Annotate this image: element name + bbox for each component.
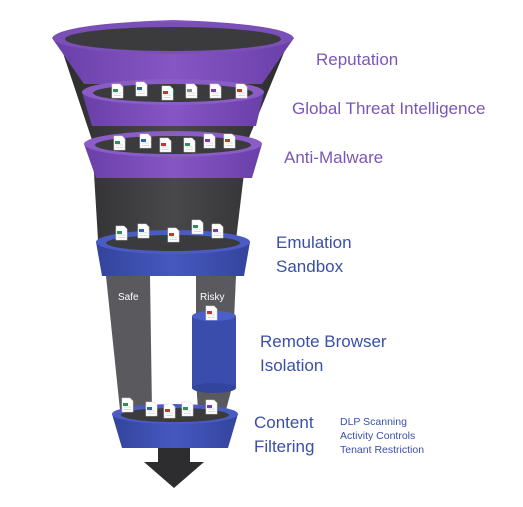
risky-label: Risky [200,292,224,303]
content-filter-item-tenant: Tenant Restriction [340,444,425,456]
stage-label-anti-malware: Anti-Malware [284,148,384,167]
safe-label: Safe [118,292,139,303]
document-tags [113,87,242,412]
reputation-stage [52,20,294,84]
stage-label-rbi-line1: Remote Browser [260,332,387,351]
arrow-down-icon [144,448,204,488]
content-filter-item-activity: Activity Controls [340,430,416,442]
stage-label-content-line2: Filtering [254,437,315,456]
content-filter-item-dlp: DLP Scanning [340,416,407,428]
anti-malware-stage [84,131,262,178]
stage-label-reputation: Reputation [316,50,399,69]
emulation-sandbox-stage [96,230,250,276]
safe-path [106,276,152,410]
stage-label-rbi-line2: Isolation [260,356,324,375]
remote-browser-isolation-stage [192,311,236,393]
stage-label-emulation-line1: Emulation [276,233,352,252]
stage-label-emulation-line2: Sandbox [276,257,344,276]
stage-label-content-line1: Content [254,413,314,432]
stage-label-threat-intelligence: Global Threat Intelligence [292,99,486,118]
